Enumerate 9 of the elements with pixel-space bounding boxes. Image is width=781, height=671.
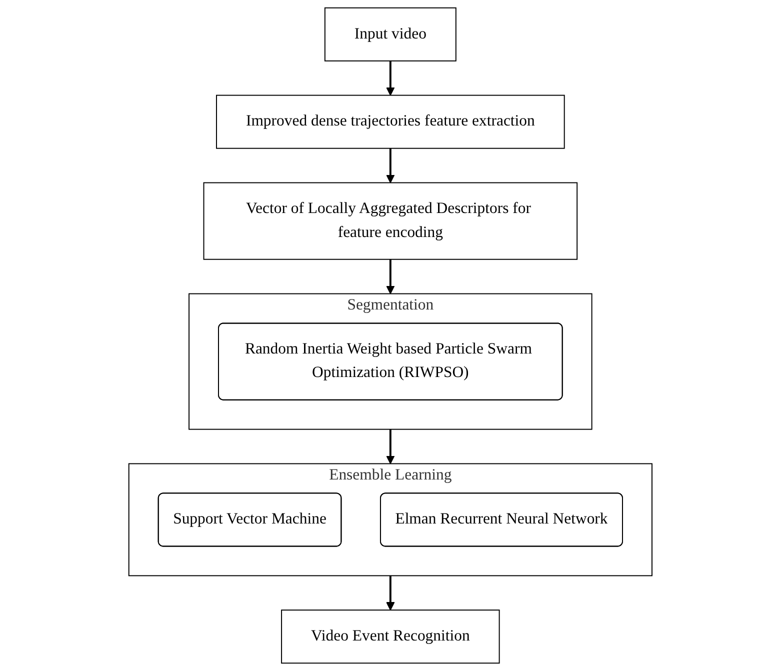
- arrow: [386, 60, 395, 96]
- node-box: Improved dense trajectories feature extraction: [216, 94, 565, 149]
- arrow: [386, 429, 395, 464]
- arrow: [386, 576, 395, 610]
- node-box: Video Event Recognition: [281, 610, 500, 664]
- node-box: Input video: [324, 7, 456, 62]
- node-box: Vector of Locally Aggregated Descriptors for feature encoding: [203, 182, 578, 260]
- arrow: [386, 148, 395, 184]
- arrow: [386, 259, 395, 294]
